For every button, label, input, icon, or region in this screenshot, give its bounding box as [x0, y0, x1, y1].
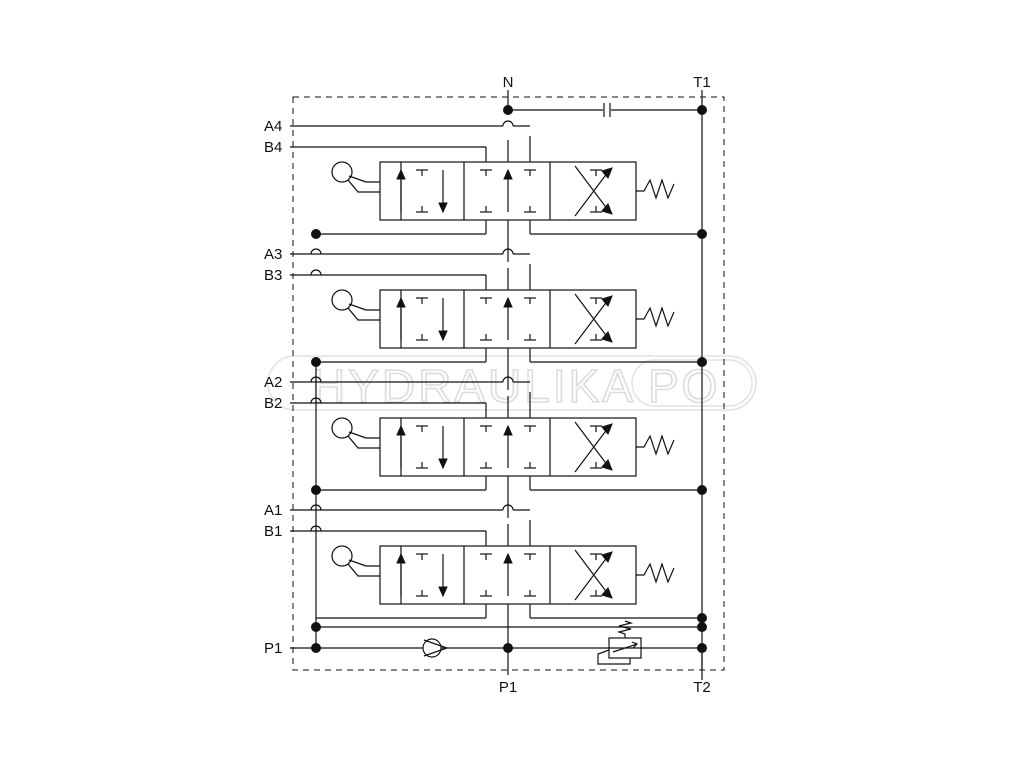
valve-sections [290, 120, 702, 646]
lever-handle-icon [331, 417, 353, 439]
check-valve-icon [422, 638, 449, 658]
port-label-a: A4 [264, 118, 282, 135]
junction-dot [311, 643, 321, 653]
port-label-a: A1 [264, 502, 282, 519]
port-label-b: B2 [264, 395, 282, 412]
junction-dot [697, 485, 707, 495]
port-label-n: N [503, 74, 514, 91]
port-label-t1: T1 [693, 74, 711, 91]
valve-section [290, 248, 702, 390]
relief-valve-icon [597, 620, 642, 665]
port-label-a: A2 [264, 374, 282, 391]
lever-handle-icon [331, 161, 353, 183]
port-label-a: A3 [264, 246, 282, 263]
port-label-p1-bottom: P1 [499, 679, 517, 696]
lever-handle-icon [331, 545, 353, 567]
lever-handle-icon [331, 289, 353, 311]
junction-dots [311, 105, 707, 653]
port-label-t2: T2 [693, 679, 711, 696]
watermark-suffix: PO [648, 360, 720, 412]
port-label-b: B4 [264, 139, 282, 156]
port-label-b: B3 [264, 267, 282, 284]
valve-section [290, 504, 702, 646]
junction-dot [697, 357, 707, 367]
port-label-b: B1 [264, 523, 282, 540]
valve-section [290, 376, 702, 518]
junction-dot [503, 105, 513, 115]
junction-dot [311, 357, 321, 367]
valve-section [290, 120, 702, 262]
junction-dot [697, 229, 707, 239]
junction-dot [697, 643, 707, 653]
watermark-text: HYDRAULIKA [312, 360, 636, 412]
junction-dot [697, 105, 707, 115]
port-label-p1-left: P1 [264, 640, 282, 657]
junction-dot [311, 622, 321, 632]
junction-dot [697, 613, 707, 623]
junction-dot [697, 622, 707, 632]
junction-dot [311, 485, 321, 495]
junction-dot [311, 229, 321, 239]
watermark: HYDRAULIKA PO [267, 355, 757, 413]
valve-housing-outline [292, 96, 725, 671]
junction-dot [503, 643, 513, 653]
